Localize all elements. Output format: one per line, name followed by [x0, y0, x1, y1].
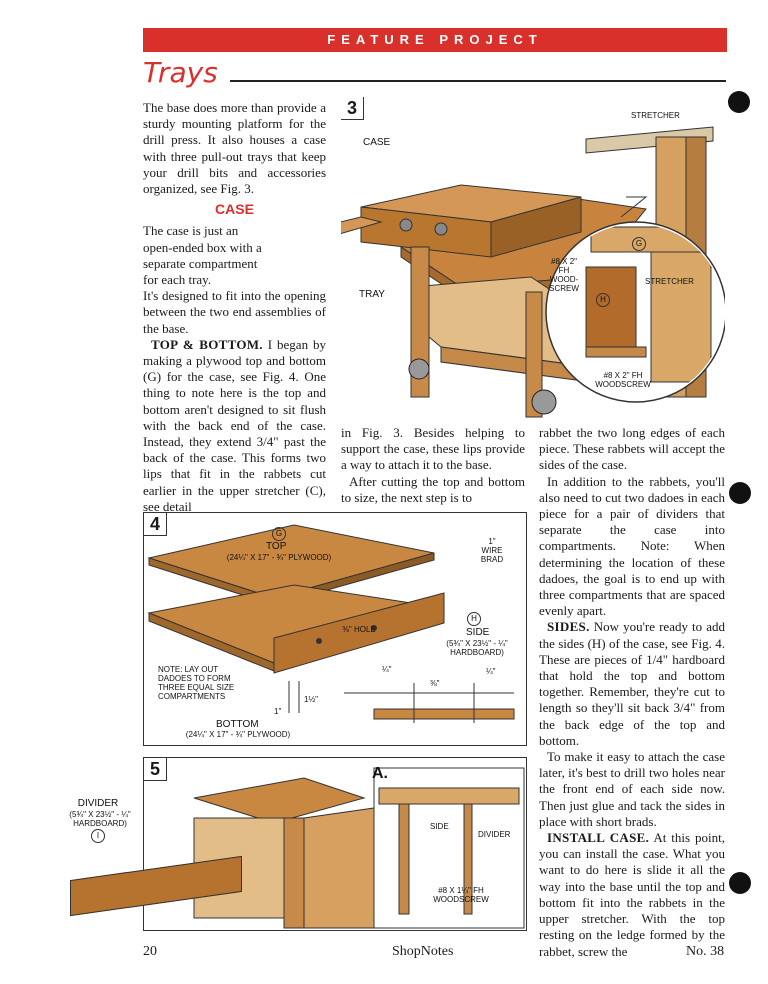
label-divider: DIVIDER [478, 830, 511, 839]
label-brad: 1" WIRE BRAD [480, 537, 504, 564]
part-i-marker: I [91, 829, 105, 843]
text-column-2: in Fig. 3. Besides helping to support th… [341, 425, 525, 506]
binder-hole [729, 872, 751, 894]
label-divider-dims: (5¾" x 23½" - ¼" HARDBOARD) [69, 810, 131, 828]
part-g-marker: G [272, 527, 286, 541]
label-side-dims: (5¾" x 23½" - ¼" HARDBOARD) [446, 639, 508, 657]
part-h-marker: H [467, 612, 481, 626]
paragraph: To make it easy to attach the case later… [539, 749, 725, 829]
run-in-head: INSTALL CASE. [547, 830, 650, 846]
title-rule [230, 80, 726, 82]
label-top: TOP [266, 541, 287, 552]
fig4-illustration [147, 524, 515, 723]
binder-hole [729, 482, 751, 504]
paragraph: SIDES. Now you're ready to add the sides… [539, 619, 725, 749]
paragraph: The case is just an open-ended box with … [143, 223, 262, 288]
part-h-marker: H [596, 293, 610, 307]
paragraph: rabbet the two long edges of each piece.… [539, 425, 725, 473]
label-screw: #8 x 2" Fh WOOD- SCREW [549, 257, 579, 293]
paragraph: In addition to the rabbets, you'll also … [539, 473, 725, 619]
label-note: NOTE: LAY OUT DADOES TO FORM THREE EQUAL… [158, 665, 235, 701]
label-tray: TRAY [359, 289, 385, 300]
text-column-1: The base does more than provide a sturdy… [143, 100, 326, 515]
paragraph-body: I began by making a plywood top and bott… [143, 336, 327, 514]
label-divider: DIVIDER [77, 798, 119, 809]
article-title: Trays [143, 56, 218, 89]
paragraph: It's designed to fit into the opening be… [143, 288, 326, 336]
label-case: CASE [363, 137, 391, 148]
part-g-marker: G [632, 237, 646, 251]
binder-hole [728, 91, 750, 113]
paragraph: INSTALL CASE. At this point, you can ins… [539, 830, 725, 960]
dim-label: ⅜" [430, 679, 440, 688]
label-side: SIDE [466, 627, 490, 638]
section-heading: CASE [215, 201, 254, 218]
figure-number: 5 [144, 758, 167, 781]
paragraph-body: At this point, you can install the case.… [539, 830, 725, 959]
label-bottom-dims: (24¼" x 17" - ¾" PLYWOOD) [185, 730, 291, 739]
label-stretcher: STRETCHER [631, 111, 680, 120]
paragraph: TOP & BOTTOM. I began by making a plywoo… [143, 337, 326, 515]
label-screw: #8 x 1¼" Fh WOODSCREW [433, 886, 489, 904]
label-top-dims: (24¼" x 17" - ¾" PLYWOOD) [226, 553, 332, 562]
label-screw-detail: #8 x 2" Fh WOODSCREW [595, 371, 651, 389]
section-banner: FEATURE PROJECT [143, 28, 727, 52]
dim-label: 1½" [304, 695, 318, 704]
figure-5: 5 a. SIDE DIVIDER #8 x 1¼" Fh WOODSCREW [143, 757, 527, 931]
label-side: SIDE [430, 822, 449, 831]
figure-number: 3 [341, 97, 364, 120]
dim-label: ¼" [486, 667, 496, 676]
paragraph-body: Now you're ready to add the sides (H) of… [539, 619, 725, 748]
dim-label: ¼" [382, 665, 392, 674]
dim-label: 1" [274, 707, 282, 716]
label-hole: ⅜" HOLE [342, 625, 376, 634]
paragraph: in Fig. 3. Besides helping to support th… [341, 425, 525, 473]
figure-4: 4 G TOP (24¼" x 17" - ¾" PLYWOOD) 1" WIR… [143, 512, 527, 746]
label-bottom: BOTTOM [216, 719, 259, 730]
fig5-illustration [193, 767, 525, 929]
magazine-name: ShopNotes [392, 944, 454, 959]
fig3-illustration [341, 97, 725, 421]
issue-number: No. 38 [686, 944, 725, 959]
run-in-head: SIDES. [547, 619, 590, 635]
paragraph: The base does more than provide a sturdy… [143, 100, 326, 197]
label-stretcher-detail: STRETCHER [645, 277, 694, 286]
run-in-head: TOP & BOTTOM. [151, 336, 263, 352]
detail-letter: a. [372, 765, 388, 782]
text-column-3: rabbet the two long edges of each piece.… [539, 425, 725, 960]
figure-3: 3 CASE TRAY STRETCHER #8 x 2" Fh WOOD- S… [341, 97, 725, 421]
page-number: 20 [143, 944, 157, 959]
figure-number: 4 [144, 513, 167, 536]
paragraph: After cutting the top and bottom to size… [341, 473, 525, 505]
